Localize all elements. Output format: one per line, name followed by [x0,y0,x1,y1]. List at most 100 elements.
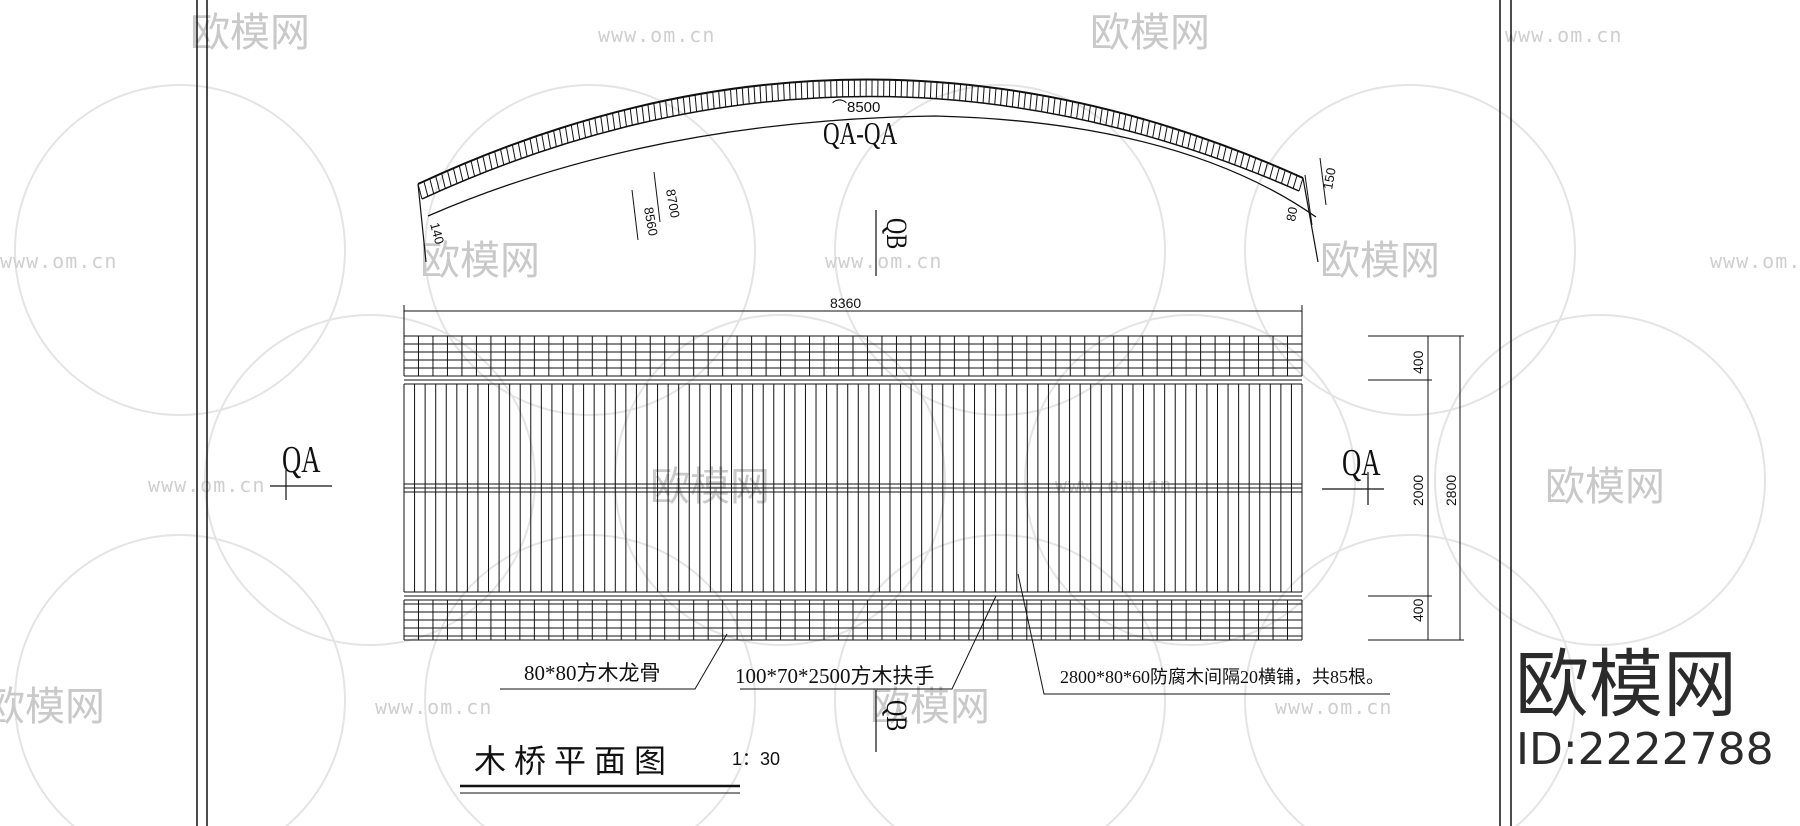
decking-tick [759,85,762,103]
decking-tick [629,108,633,126]
watermark-logo: 欧模网 [1320,238,1440,284]
decking-tick [1234,150,1239,165]
decking-tick [1216,144,1221,159]
decking-tick [582,121,587,138]
callout-handrail: 100*70*2500方木扶手 [735,664,935,688]
decking-tick [1292,175,1298,189]
watermark-url: www.om.cn [598,23,715,47]
decking-tick [476,158,481,175]
decking-tick [1140,119,1145,135]
dim-label-8560: 8560 [641,206,661,237]
decking-tick [741,87,744,105]
decking-tick [729,89,733,107]
watermark-url: www.om.cn [1275,695,1392,719]
decking-tick [724,89,727,108]
decking-tick [576,122,581,140]
decking-tick [965,84,967,102]
decking-tick [1087,105,1091,122]
section-mark-qa-left-label: QA [282,440,321,482]
decking-tick [959,84,962,101]
decking-tick [1064,100,1068,117]
decking-tick [924,81,926,99]
decking-tick [783,83,785,101]
decking-tick [670,99,674,117]
decking-tick [682,96,686,114]
decking-tick [429,178,435,194]
title-underline [460,784,740,794]
callout-leaders [500,573,1390,695]
decking-tick [653,102,657,120]
decking-tick [947,82,950,100]
section-mark-qb-top-label: QB [880,218,914,249]
dim-label-140: 140 [427,221,447,246]
dim-leader [631,189,639,241]
decking-tick [1128,115,1133,132]
decking-tick [617,111,622,129]
decking-tick [1199,137,1204,153]
decking-tick [1017,91,1021,108]
decking-tick [523,140,528,157]
decking-tick [529,138,534,155]
decking-tick [441,173,446,189]
section-view-qa-qa [417,78,1327,263]
decking-tick [935,82,938,99]
decking-tick [435,175,441,192]
decking-tick [612,112,616,130]
watermark-logo: 欧模网 [870,684,990,730]
watermark-url: www.om.cn [1710,249,1800,273]
section-title: QA-QA [823,116,897,152]
decking-tick [1245,155,1251,170]
decking-tick [1280,170,1286,184]
decking-tick [1023,92,1026,109]
brand-id-label: ID:2222788 [1516,724,1774,775]
decking-tick [918,80,920,98]
decking-tick [446,170,452,187]
decking-tick [1269,164,1274,179]
decking-tick [517,142,522,159]
decking-tick [1146,120,1150,137]
decking-tick [1228,148,1233,163]
dim-leader [1304,174,1313,226]
decking-tick [564,126,569,144]
decking-tick [788,82,791,100]
decking-tick [1041,95,1044,112]
decking-tick [1257,160,1263,174]
decking-tick [712,91,715,109]
watermark-logo: 欧模网 [1545,464,1665,510]
watermark-circles [14,84,1766,826]
plan-edge-grid [403,336,1303,640]
decking-tick [982,86,985,104]
decking-tick [765,84,768,102]
decking-tick [706,92,709,110]
decking-tick [553,130,557,147]
decking-tick [970,85,973,102]
decking-tick [1275,167,1280,182]
decking-tick [735,88,738,106]
decking-tick [1152,122,1156,138]
decking-tick [753,86,756,104]
drawing-title: 木 桥 平 面 图 [474,743,666,779]
dim-leader [653,171,661,223]
decking-tick [1122,114,1127,130]
decking-tick [594,117,598,135]
decking-tick [1029,93,1032,110]
decking-tick [1005,89,1009,107]
dim-label-400-top: 400 [1410,350,1426,374]
arch-beam-line [427,115,1317,218]
decking-tick [1046,96,1050,113]
decking-tick [488,153,493,170]
decking-tick [647,104,651,122]
decking-tick [541,134,546,151]
decking-tick [1093,106,1097,123]
decking-tick [470,160,476,177]
decking-tick [1081,103,1086,120]
plan-decking-boards [403,384,1303,592]
arch-decking-ticks [417,79,1304,200]
decking-tick [1187,133,1192,149]
decking-tick [1298,177,1304,192]
decking-tick [458,165,464,182]
sheet-border [196,0,1512,826]
decking-tick [423,181,429,197]
decking-tick [1204,139,1209,155]
